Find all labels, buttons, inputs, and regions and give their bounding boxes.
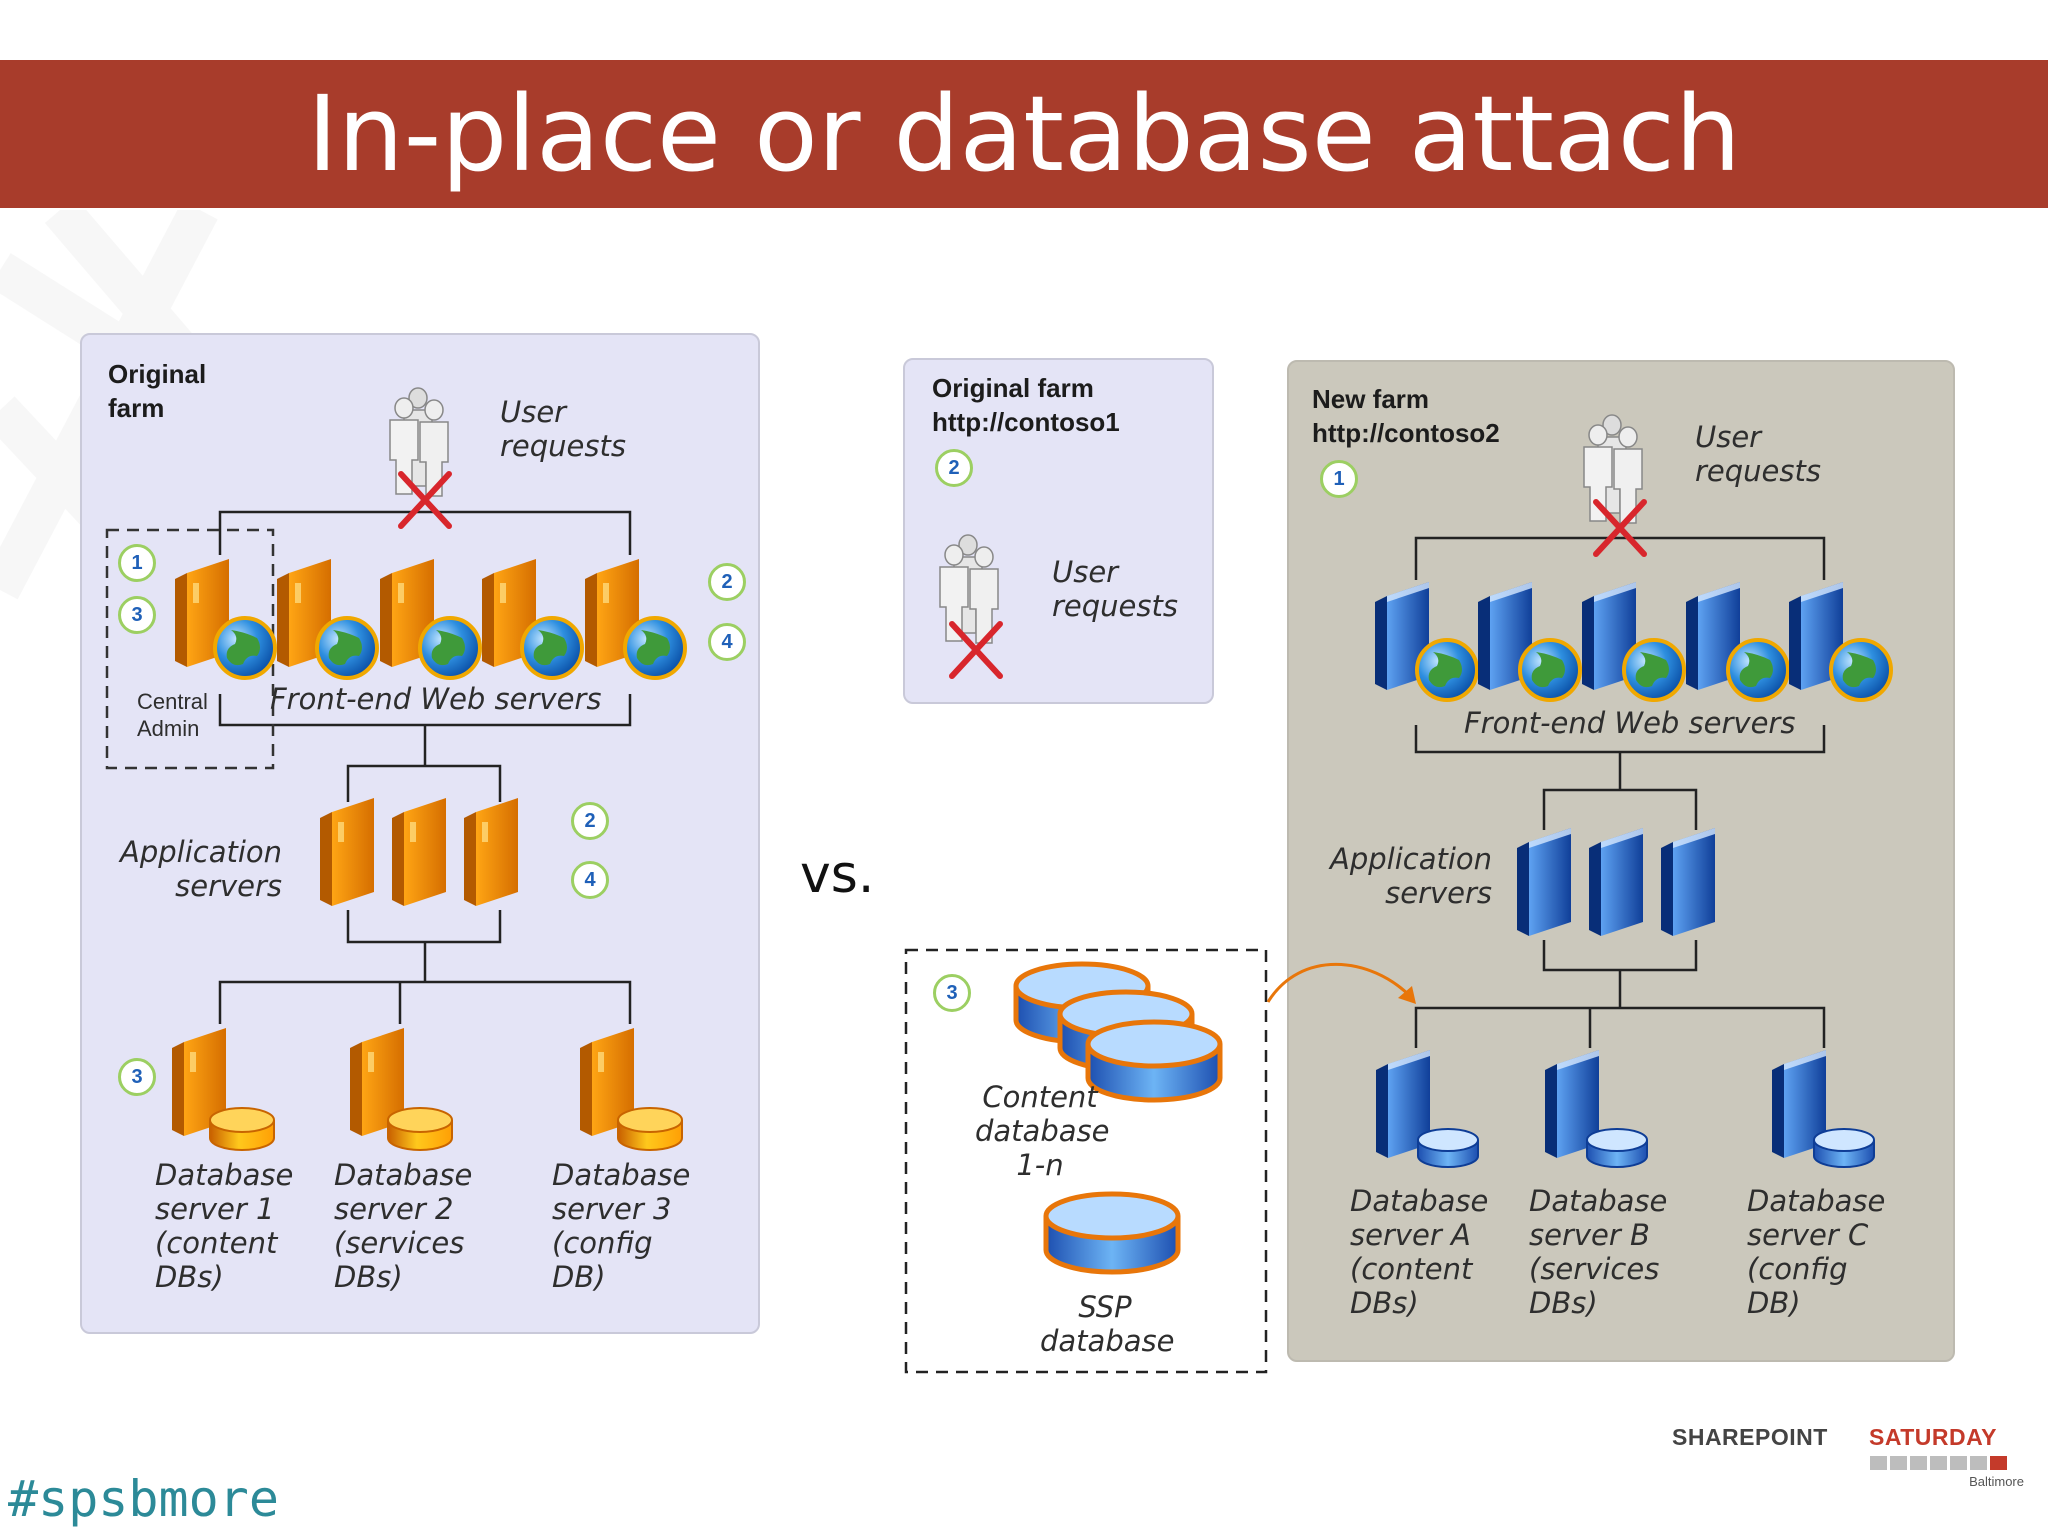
ssp-database-label: SSP database (1040, 1290, 1175, 1358)
step-badge: 4 (708, 623, 746, 661)
db-server-3-label: Database server 3 (config DB) (552, 1158, 691, 1294)
new-farm-header: New farm http://contoso2 (1312, 384, 1500, 448)
left-front-end-label: Front-end Web servers (270, 682, 602, 716)
step-badge: 3 (933, 974, 971, 1012)
moved-databases-box (904, 948, 1268, 1374)
db-server-2-label: Database server 2 (services DBs) (334, 1158, 473, 1294)
attach-arrow-head (1398, 986, 1416, 1004)
step-badge: 2 (708, 563, 746, 601)
original-farm-url-header: Original farm http://contoso1 (932, 373, 1120, 437)
attach-arrow (1266, 962, 1414, 1003)
slide-title: In-place or database attach (307, 73, 1741, 195)
left-database-servers (172, 1028, 683, 1151)
right-front-end-servers (1375, 582, 1893, 702)
right-connectors (1414, 536, 1826, 1048)
right-app-servers-label: Application servers (1330, 842, 1493, 910)
step-badge: 1 (118, 544, 156, 582)
right-application-servers (1517, 828, 1715, 936)
original-farm-header: Original farm (108, 359, 207, 423)
left-front-end-servers (175, 559, 687, 680)
logo-subtitle: Baltimore (1969, 1474, 2024, 1489)
step-badge: 2 (935, 449, 973, 487)
hashtag: #spsbmore (8, 1470, 279, 1528)
right-front-end-label: Front-end Web servers (1464, 706, 1796, 740)
step-badge: 4 (571, 861, 609, 899)
logo-word-sharepoint: SHAREPOINT (1672, 1424, 1828, 1450)
left-app-servers-label: Application servers (120, 835, 283, 903)
right-user-requests-icon (1583, 414, 1643, 524)
step-badge: 1 (1320, 460, 1358, 498)
right-user-requests-label: User requests (1695, 420, 1821, 488)
left-application-servers (320, 798, 518, 906)
central-admin-label: Central Admin (137, 689, 208, 741)
middle-user-requests-icon (939, 534, 999, 644)
db-server-c-label: Database server C (config DB) (1747, 1184, 1886, 1320)
db-server-b-label: Database server B (services DBs) (1529, 1184, 1668, 1320)
logo-blocks (1870, 1456, 2007, 1470)
ssp-database-icon (1046, 1194, 1178, 1272)
step-badge: 3 (118, 1058, 156, 1096)
middle-user-requests-label: User requests (1052, 555, 1178, 623)
left-user-requests-icon (389, 387, 449, 497)
left-user-requests-label: User requests (500, 395, 626, 463)
left-connectors (218, 510, 632, 1024)
right-database-servers (1376, 1050, 1875, 1168)
db-server-1-label: Database server 1 (content DBs) (155, 1158, 294, 1294)
step-badge: 2 (571, 802, 609, 840)
db-server-a-label: Database server A (content DBs) (1350, 1184, 1489, 1320)
content-database-label: Content database 1-n (975, 1080, 1110, 1182)
versus-label: vs. (800, 845, 875, 905)
original-farm-url-panel (903, 358, 1214, 704)
step-badge: 3 (118, 596, 156, 634)
logo-word-saturday: SATURDAY (1869, 1424, 1997, 1450)
title-banner: In-place or database attach (0, 60, 2048, 208)
sharepoint-saturday-logo: SHAREPOINT SATURDAY Baltimore (1672, 1424, 2024, 1494)
